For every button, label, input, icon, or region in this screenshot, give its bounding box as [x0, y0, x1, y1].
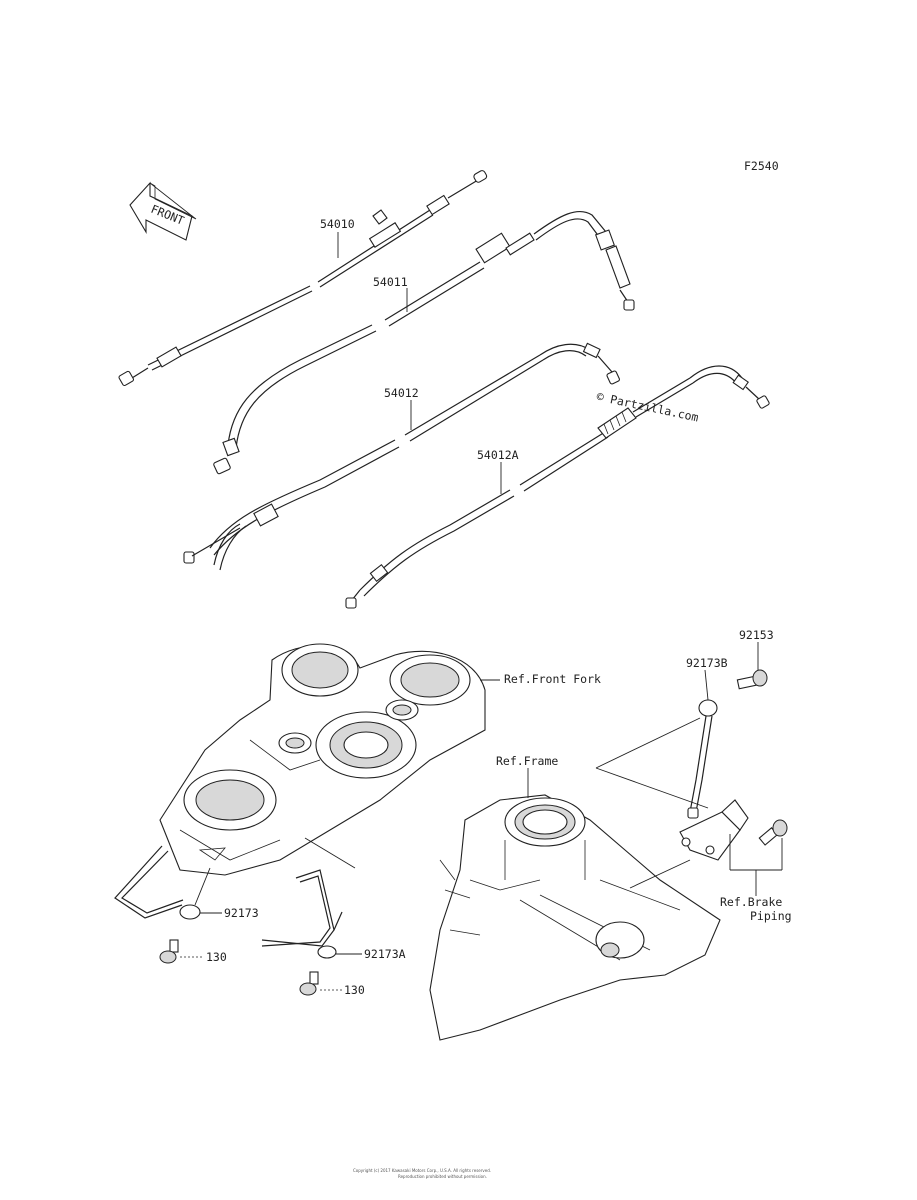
guide-92173[interactable] [114, 845, 201, 920]
part-label-92173B: 92173B [686, 656, 728, 670]
cable-54012[interactable] [183, 342, 620, 571]
footer-copyright-line2: Reproduction prohibited without permissi… [398, 1174, 487, 1179]
diagram-code: F2540 [744, 159, 779, 173]
ref-front-fork: Ref.Front Fork [504, 672, 601, 686]
part-label-130-left: 130 [206, 950, 227, 964]
part-label-92173A: 92173A [364, 947, 406, 961]
bolt-130-left[interactable] [159, 939, 179, 964]
ref-frame: Ref.Frame [496, 754, 558, 768]
guide-92173A[interactable] [261, 869, 343, 959]
front-arrow-icon: FRONT [129, 181, 197, 241]
bolt-130-right[interactable] [299, 971, 319, 996]
part-label-54012: 54012 [384, 386, 419, 400]
part-label-54010: 54010 [320, 217, 355, 231]
triple-clamp [159, 643, 486, 876]
part-label-130-right: 130 [344, 983, 365, 997]
part-label-92153: 92153 [739, 628, 774, 642]
brake-piping-bracket[interactable] [679, 799, 788, 861]
clamp-92173B[interactable] [687, 699, 718, 819]
part-label-92173: 92173 [224, 906, 259, 920]
ref-brake-piping-line2: Piping [750, 909, 792, 923]
part-label-54012A: 54012A [477, 448, 519, 462]
frame-head [429, 794, 721, 1041]
footer-copyright-line1: Copyright (c) 2017 Kawasaki Motors Corp.… [353, 1168, 491, 1173]
cable-54010[interactable] [118, 170, 488, 387]
ref-brake-piping-line1: Ref.Brake [720, 895, 782, 909]
cable-54011[interactable] [213, 210, 635, 475]
bolt-92153[interactable] [736, 669, 768, 690]
cable-54012A[interactable] [345, 365, 770, 609]
part-label-54011: 54011 [373, 275, 408, 289]
